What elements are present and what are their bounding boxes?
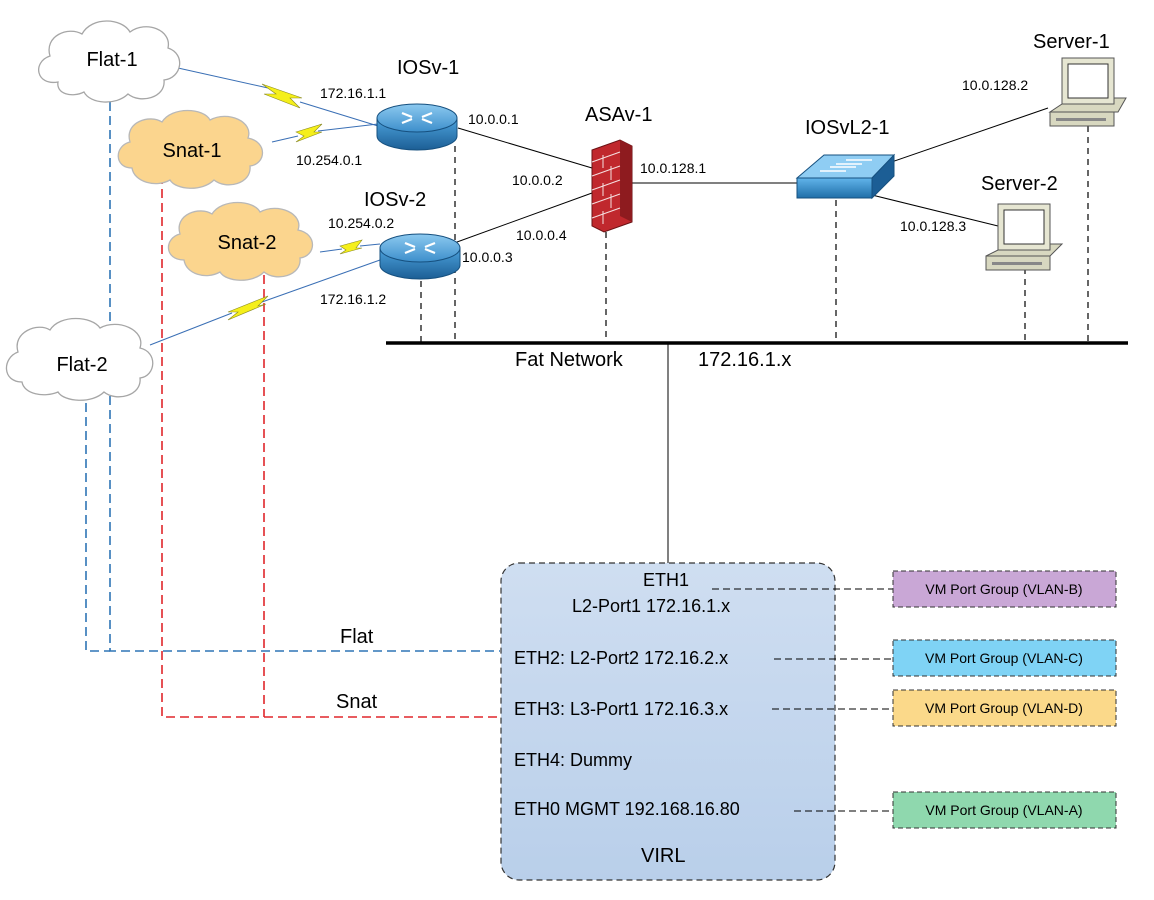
server-1-label: Server-1 bbox=[1033, 31, 1110, 53]
snat-2-label: Snat-2 bbox=[218, 232, 277, 254]
server-2-pc-icon bbox=[985, 203, 1064, 271]
port-group-vlan-a: VM Port Group (VLAN-A) bbox=[892, 791, 1117, 829]
iosv-2-router-icon bbox=[379, 233, 461, 280]
snat-link-label: Snat bbox=[336, 691, 378, 713]
port-group-connectors bbox=[712, 588, 893, 812]
virl-eth1-port-label: L2-Port1 172.16.1.x bbox=[572, 596, 730, 616]
ip-iosv2-asa: 10.0.0.3 bbox=[462, 249, 513, 265]
fat-network-label: Fat Network bbox=[515, 349, 624, 371]
port-group-vlan-d-label: VM Port Group (VLAN-D) bbox=[925, 700, 1083, 716]
virl-eth2-label: ETH2: L2-Port2 172.16.2.x bbox=[514, 648, 728, 668]
server-1-pc-icon bbox=[1048, 57, 1127, 127]
port-group-vlan-b-label: VM Port Group (VLAN-B) bbox=[925, 581, 1082, 597]
ip-iosv1-asa: 10.0.0.1 bbox=[468, 111, 519, 127]
ip-iosv1-flat: 172.16.1.1 bbox=[320, 85, 386, 101]
ip-asa-iosv1: 10.0.0.2 bbox=[512, 172, 563, 188]
ip-iosv2-snat: 10.254.0.2 bbox=[328, 215, 394, 231]
virl-server-box: ETH1 L2-Port1 172.16.1.x ETH2: L2-Port2 … bbox=[500, 562, 836, 881]
ip-server-2: 10.0.128.3 bbox=[900, 218, 966, 234]
port-group-vlan-a-label: VM Port Group (VLAN-A) bbox=[925, 802, 1082, 818]
iosv-1-router-icon bbox=[376, 103, 458, 151]
virl-eth1-label: ETH1 bbox=[643, 570, 689, 590]
device-links bbox=[445, 107, 1049, 563]
port-group-vlan-d: VM Port Group (VLAN-D) bbox=[892, 689, 1117, 727]
ip-iosv1-snat: 10.254.0.1 bbox=[296, 152, 362, 168]
port-group-vlan-c-label: VM Port Group (VLAN-C) bbox=[925, 650, 1083, 666]
fat-network-subnet: 172.16.1.x bbox=[698, 349, 791, 371]
flat-2-label: Flat-2 bbox=[56, 354, 107, 376]
snat-link-lines bbox=[161, 175, 500, 718]
port-group-vlan-c: VM Port Group (VLAN-C) bbox=[892, 639, 1117, 677]
snat-2-cloud: Snat-2 bbox=[167, 201, 314, 281]
flat-link-label: Flat bbox=[340, 626, 374, 648]
serial-lines bbox=[149, 67, 381, 346]
ip-iosv2-flat: 172.16.1.2 bbox=[320, 291, 386, 307]
snat-1-cloud: Snat-1 bbox=[117, 109, 264, 189]
iosv-1-label: IOSv-1 bbox=[397, 57, 459, 79]
port-group-vlan-b: VM Port Group (VLAN-B) bbox=[892, 570, 1117, 608]
serial-lightning bbox=[227, 83, 363, 321]
server-2-label: Server-2 bbox=[981, 173, 1058, 195]
flat-2-cloud: Flat-2 bbox=[5, 317, 154, 401]
virl-eth4-label: ETH4: Dummy bbox=[514, 750, 632, 770]
ip-asa-iosv2: 10.0.0.4 bbox=[516, 227, 567, 243]
ip-server-1: 10.0.128.2 bbox=[962, 77, 1028, 93]
virl-eth0-label: ETH0 MGMT 192.168.16.80 bbox=[514, 799, 740, 819]
bus-drop-lines bbox=[420, 126, 1089, 343]
asav-1-label: ASAv-1 bbox=[585, 104, 652, 126]
snat-1-label: Snat-1 bbox=[163, 140, 222, 162]
flat-link-lines bbox=[85, 88, 500, 652]
ip-asa-inside: 10.0.128.1 bbox=[640, 160, 706, 176]
flat-1-label: Flat-1 bbox=[86, 49, 137, 71]
iosvl2-1-label: IOSvL2-1 bbox=[805, 117, 889, 139]
iosv-2-label: IOSv-2 bbox=[364, 189, 426, 211]
iosvl2-1-switch-icon bbox=[795, 153, 896, 200]
asav-1-firewall-icon bbox=[591, 139, 633, 233]
flat-1-cloud: Flat-1 bbox=[38, 20, 181, 103]
virl-eth3-label: ETH3: L3-Port1 172.16.3.x bbox=[514, 699, 728, 719]
virl-title: VIRL bbox=[641, 845, 685, 867]
